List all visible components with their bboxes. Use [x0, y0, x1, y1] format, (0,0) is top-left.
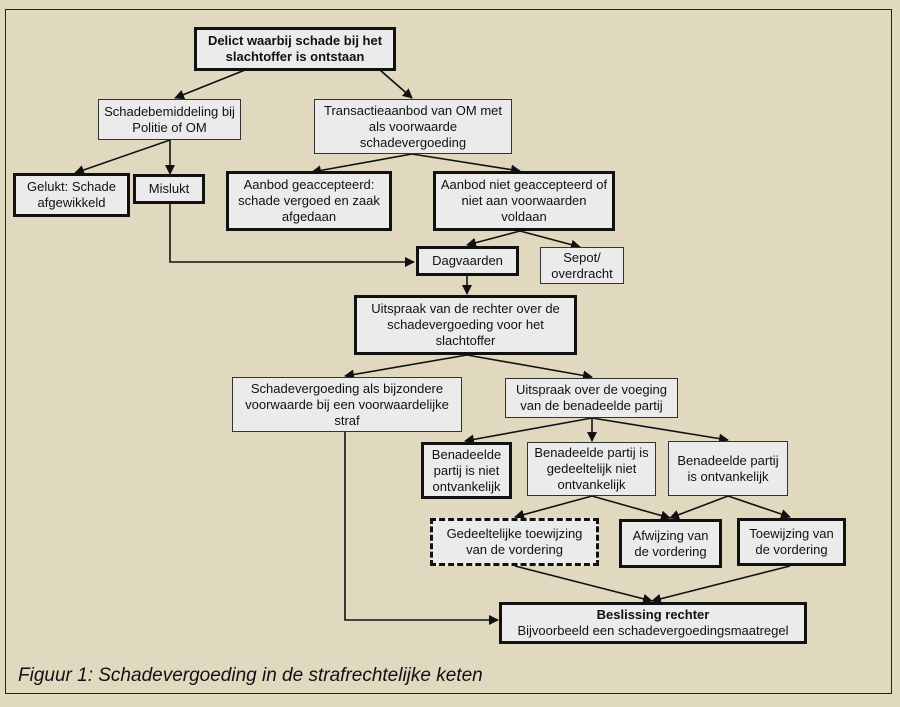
beslissing-title: Beslissing rechter — [596, 607, 710, 622]
arrow-gedeeltelijk-toewijzing — [514, 495, 593, 520]
arrow-niet-sepot — [519, 230, 581, 250]
arrow-transactie-niet — [411, 153, 521, 175]
node-uitspraak-rechter: Uitspraak van de rechter over de schadev… — [354, 295, 577, 355]
node-gedeeltelijke-toewijzing: Gedeeltelijke toewijzing van de vorderin… — [430, 518, 599, 566]
node-transactie: Transactieaanbod van OM met als voorwaar… — [314, 99, 512, 154]
node-mislukt: Mislukt — [133, 174, 205, 204]
node-beslissing-rechter: Beslissing rechter Bijvoorbeeld een scha… — [499, 602, 807, 644]
arrow-transactie-geaccepteerd — [311, 153, 413, 176]
arrow-voeging-niet-ontvankelijk — [464, 417, 593, 445]
diagram-frame — [5, 9, 892, 694]
node-bijzondere-voorwaarde: Schadevergoeding als bijzondere voorwaar… — [232, 377, 462, 432]
arrow-voeging-ontvankelijk — [591, 417, 729, 444]
node-uitspraak-voeging: Uitspraak over de voeging van de benadee… — [505, 378, 678, 418]
figure-caption: Figuur 1: Schadevergoeding in de strafre… — [18, 665, 483, 686]
arrow-delict-transactie — [379, 69, 413, 99]
node-dagvaarden: Dagvaarden — [416, 246, 519, 276]
node-afwijzing: Afwijzing van de vordering — [619, 519, 722, 568]
arrow-bijzondere-beslissing — [344, 432, 499, 625]
node-aanbod-niet: Aanbod niet geaccepteerd of niet aan voo… — [433, 171, 615, 231]
arrow-schadebemiddeling-gelukt — [74, 139, 171, 175]
arrow-uitspraak-bijzondere — [344, 354, 468, 380]
arrow-uitspraak-voeging — [466, 354, 593, 381]
arrow-mislukt-dagvaarden — [169, 204, 415, 267]
arrow-gedeeltelijk-afwijzing — [591, 495, 671, 521]
arrow-gedeeltelijke-toewijzing-beslissing — [514, 565, 653, 604]
node-ontvankelijk: Benadeelde partij is ontvankelijk — [668, 441, 788, 496]
node-delict: Delict waarbij schade bij het slachtoffe… — [194, 27, 396, 71]
node-aanbod-geaccepteerd: Aanbod geaccepteerd: schade vergoed en z… — [226, 171, 392, 231]
arrow-niet-dagvaarden — [466, 230, 521, 248]
node-schadebemiddeling: Schadebemiddeling bij Politie of OM — [98, 99, 241, 140]
arrow-delict-schadebemiddeling — [174, 69, 246, 100]
node-toewijzing: Toewijzing van de vordering — [737, 518, 846, 566]
arrow-ontvankelijk-afwijzing — [669, 495, 729, 520]
arrow-toewijzing-beslissing — [651, 565, 791, 604]
node-sepot: Sepot/ overdracht — [540, 247, 624, 284]
node-niet-ontvankelijk: Benadeelde partij is niet ontvankelijk — [421, 442, 512, 499]
node-gelukt: Gelukt: Schade afgewikkeld — [13, 173, 130, 217]
node-gedeeltelijk-niet-ontvankelijk: Benadeelde partij is gedeeltelijk niet o… — [527, 442, 656, 496]
arrow-ontvankelijk-toewijzing — [727, 495, 791, 519]
beslissing-subtitle: Bijvoorbeeld een schadevergoedingsmaatre… — [517, 623, 789, 638]
